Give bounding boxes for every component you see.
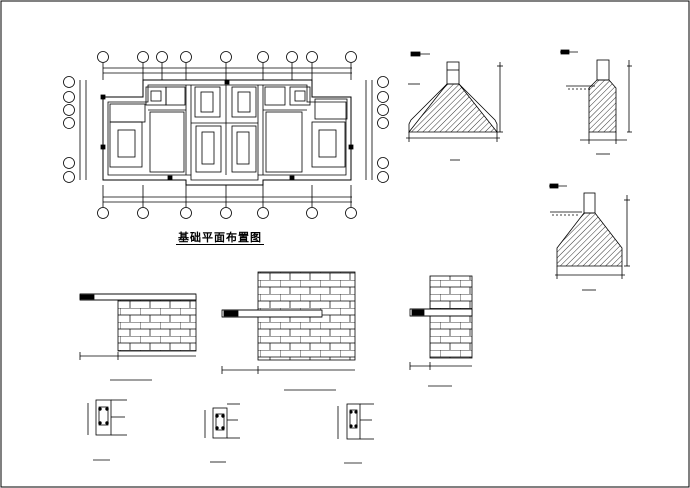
column-section-3: [337, 403, 374, 464]
column-section-2: [204, 403, 240, 463]
brick-detail-1: [79, 293, 197, 381]
foundation-plan: [63, 51, 389, 219]
brick-detail-2: [221, 271, 356, 391]
brick-detail-3: [409, 275, 473, 387]
footing-section-1: [406, 51, 503, 161]
title-underline: [176, 244, 264, 245]
axis-bubbles-right: [377, 76, 389, 183]
axis-bubbles-top: [97, 51, 357, 80]
axis-bubbles-bottom: [97, 185, 357, 219]
footing-section-2: [560, 49, 632, 155]
axis-bubbles-left: [63, 76, 75, 183]
column-section-1: [87, 399, 127, 461]
footing-section-3: [549, 183, 630, 291]
drawing-title: 基础平面布置图: [178, 231, 262, 244]
